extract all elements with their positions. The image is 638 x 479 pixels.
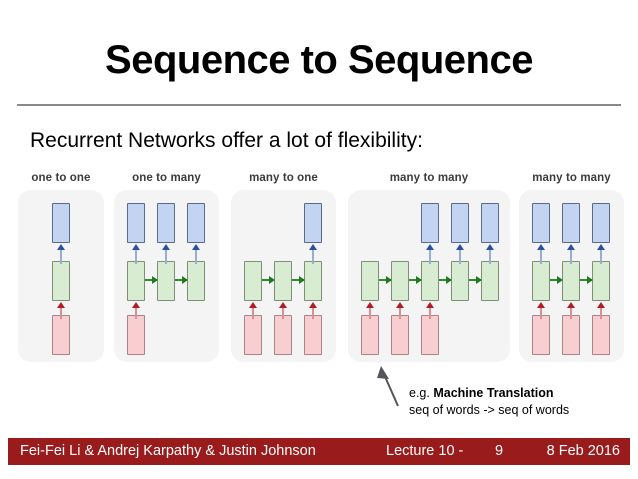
input-to-hidden-arrow-icon [132,302,140,319]
annotation-emphasis: Machine Translation [433,386,554,400]
input-to-hidden-arrow-icon [57,302,65,319]
hidden-to-output-arrow-icon [132,244,140,264]
hidden-cell [304,261,322,301]
rnn-panel-grid [114,190,219,362]
rnn-panel-4: many to many [519,172,624,362]
rnn-panel-label: many to many [389,172,469,184]
annotation-line-1: e.g. Machine Translation [409,385,634,402]
rnn-panel-1: one to many [114,172,219,362]
rnn-panel-2: many to one [231,172,336,362]
rnn-panel-label: one to many [132,172,201,184]
hidden-to-output-arrow-icon [192,244,200,264]
hidden-cell [361,261,379,301]
footer-lecture-label: Lecture 10 - [386,443,464,459]
hidden-cell [532,261,550,301]
recurrent-arrow-icon [145,276,158,284]
rnn-panel-label: many to many [532,172,611,184]
hidden-cell [274,261,292,301]
rnn-diagram-strip: one to one one to many many to one many to … [0,172,638,362]
input-cell [592,315,610,355]
hidden-cell [52,261,70,301]
recurrent-arrow-icon [439,276,452,284]
output-cell [592,203,610,243]
input-cell [274,315,292,355]
rnn-panel-label: many to one [249,172,318,184]
hidden-cell [127,261,145,301]
input-to-hidden-arrow-icon [597,302,605,319]
hidden-to-output-arrow-icon [456,244,464,264]
input-to-hidden-arrow-icon [309,302,317,319]
rnn-panel-label: one to one [31,172,91,184]
hidden-cell [187,261,205,301]
footer-slide-number: 9 [495,443,504,459]
input-cell [532,315,550,355]
output-cell [304,203,322,243]
input-cell [421,315,439,355]
hidden-cell [562,261,580,301]
annotation-line-2: seq of words -> seq of words [409,403,570,418]
output-cell [451,203,469,243]
input-to-hidden-arrow-icon [426,302,434,319]
input-cell [52,315,70,355]
input-to-hidden-arrow-icon [279,302,287,319]
output-cell [187,203,205,243]
recurrent-arrow-icon [175,276,188,284]
footer-date: 8 Feb 2016 [546,443,620,459]
hidden-to-output-arrow-icon [597,244,605,264]
input-to-hidden-arrow-icon [567,302,575,319]
hidden-to-output-arrow-icon [309,244,317,264]
recurrent-arrow-icon [409,276,422,284]
annotation-prefix: e.g. [409,386,434,400]
rnn-panel-grid [231,190,336,362]
recurrent-arrow-icon [550,276,563,284]
input-cell [304,315,322,355]
recurrent-arrow-icon [379,276,392,284]
recurrent-arrow-icon [262,276,275,284]
recurrent-arrow-icon [292,276,305,284]
input-cell [562,315,580,355]
input-to-hidden-arrow-icon [537,302,545,319]
slide-footer: Fei-Fei Li & Andrej Karpathy & Justin Jo… [8,438,630,465]
example-annotation: e.g. Machine Translation seq of words ->… [409,385,634,420]
hidden-to-output-arrow-icon [57,244,65,264]
output-cell [481,203,499,243]
rnn-panel-grid [519,190,624,362]
recurrent-arrow-icon [469,276,482,284]
hidden-cell [421,261,439,301]
recurrent-arrow-icon [580,276,593,284]
output-cell [52,203,70,243]
rnn-panel-0: one to one [18,172,104,362]
hidden-cell [592,261,610,301]
hidden-cell [157,261,175,301]
output-cell [421,203,439,243]
output-cell [127,203,145,243]
hidden-to-output-arrow-icon [567,244,575,264]
slide-subtitle: Recurrent Networks offer a lot of flexib… [30,129,423,152]
hidden-to-output-arrow-icon [162,244,170,264]
rnn-panel-3: many to many [348,172,510,362]
hidden-to-output-arrow-icon [426,244,434,264]
hidden-cell [481,261,499,301]
rnn-panel-grid [18,190,104,362]
page-title: Sequence to Sequence [105,38,533,82]
hidden-to-output-arrow-icon [537,244,545,264]
hidden-cell [244,261,262,301]
hidden-to-output-arrow-icon [486,244,494,264]
hidden-cell [451,261,469,301]
input-to-hidden-arrow-icon [249,302,257,319]
footer-authors: Fei-Fei Li & Andrej Karpathy & Justin Jo… [20,443,316,459]
title-divider [17,104,621,106]
rnn-panel-grid [348,190,510,362]
input-to-hidden-arrow-icon [366,302,374,319]
output-cell [157,203,175,243]
input-cell [244,315,262,355]
output-cell [532,203,550,243]
input-cell [127,315,145,355]
output-cell [562,203,580,243]
input-cell [391,315,409,355]
input-to-hidden-arrow-icon [396,302,404,319]
pointer-arrow-up-left-icon [377,366,399,407]
hidden-cell [391,261,409,301]
input-cell [361,315,379,355]
